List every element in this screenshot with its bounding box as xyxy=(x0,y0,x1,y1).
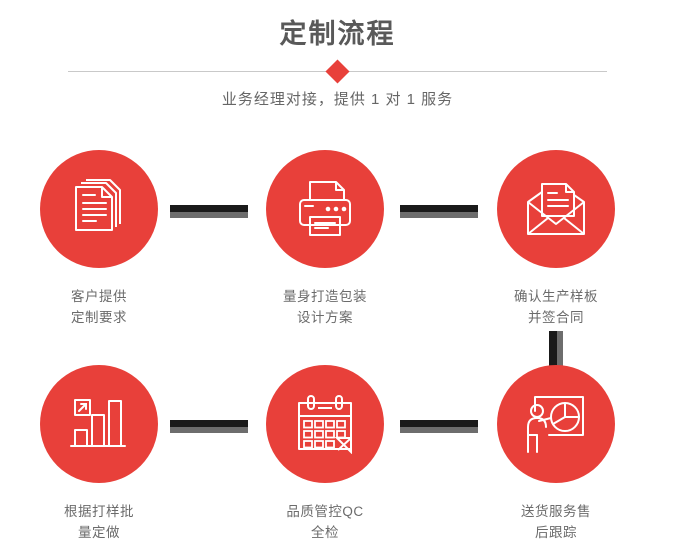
calendar-check-icon xyxy=(298,395,352,454)
flow-step-2-label: 量身打造包装 设计方案 xyxy=(283,289,367,325)
flow-step-4-label: 根据打样批 量定做 xyxy=(64,504,134,540)
title-divider xyxy=(68,59,607,84)
flow-step-1-circle xyxy=(40,150,158,268)
envelope-document-icon xyxy=(527,183,585,235)
process-flow-diagram: 客户提供 定制要求 xyxy=(0,125,675,550)
flow-step-1-label: 客户提供 定制要求 xyxy=(71,289,127,325)
flow-step-6-label: 送货服务售 后跟踪 xyxy=(521,504,591,540)
flow-step-4-circle xyxy=(40,365,158,483)
connector-step2-step3 xyxy=(400,205,478,218)
flow-step-6[interactable]: 送货服务售 后跟踪 xyxy=(466,365,646,543)
flow-step-3-circle xyxy=(497,150,615,268)
connector-step1-step2 xyxy=(170,205,248,218)
presenter-pie-chart-icon xyxy=(527,396,584,453)
flow-step-4[interactable]: 根据打样批 量定做 xyxy=(9,365,189,543)
flow-step-3[interactable]: 确认生产样板 并签合同 xyxy=(466,150,646,328)
flow-step-5-label: 品质管控QC 全检 xyxy=(286,504,364,540)
bar-chart-growth-icon xyxy=(70,399,126,447)
flow-step-5[interactable]: 品质管控QC 全检 xyxy=(235,365,415,543)
printer-icon xyxy=(299,181,351,236)
flow-step-6-circle xyxy=(497,365,615,483)
connector-step5-step6 xyxy=(400,420,478,433)
flow-step-5-circle xyxy=(266,365,384,483)
flow-step-2-circle xyxy=(266,150,384,268)
diamond-marker-icon xyxy=(325,59,350,84)
page-title: 定制流程 xyxy=(279,19,396,49)
documents-stack-icon xyxy=(75,179,121,231)
flow-step-1[interactable]: 客户提供 定制要求 xyxy=(9,150,189,328)
flow-step-2[interactable]: 量身打造包装 设计方案 xyxy=(235,150,415,328)
connector-step3-step6 xyxy=(549,331,563,375)
flow-step-3-label: 确认生产样板 并签合同 xyxy=(514,289,598,325)
page-header: 定制流程 业务经理对接，提供 1 对 1 服务 xyxy=(0,0,675,125)
page-subtitle: 业务经理对接，提供 1 对 1 服务 xyxy=(221,91,454,108)
connector-step4-step5 xyxy=(170,420,248,433)
